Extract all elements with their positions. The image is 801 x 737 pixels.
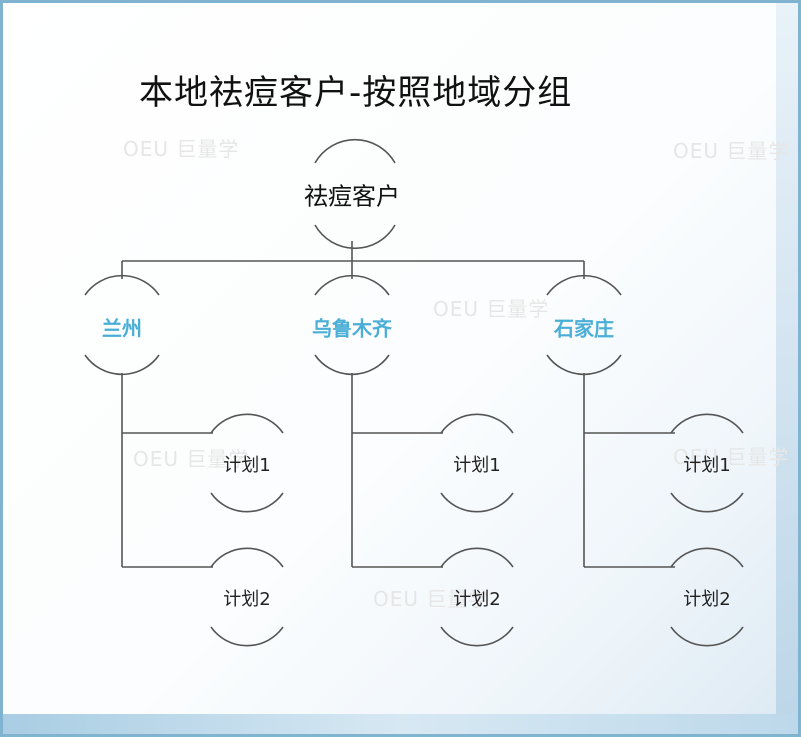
city-node-label-shijiazhuang: 石家庄	[554, 316, 614, 341]
city-node-arc-bottom	[546, 354, 622, 376]
city-node-arc-bottom	[84, 354, 160, 376]
watermark: OEU 巨量学	[133, 447, 250, 471]
plan-node-arc-bottom	[210, 492, 284, 513]
plan-node-label: 计划1	[453, 455, 501, 476]
watermark: OEU 巨量学	[433, 297, 550, 321]
plan-node-label: 计划2	[453, 589, 501, 610]
diagram-title: 本地祛痘客户-按照地域分组	[139, 73, 573, 113]
city-node-arc-top	[546, 274, 622, 296]
org-tree	[84, 138, 744, 647]
watermark: OEU 巨量学	[373, 587, 490, 611]
root-node-label: 祛痘客户	[304, 182, 400, 211]
city-node-label-urumqi: 乌鲁木齐	[312, 316, 392, 341]
plan-node-arc-bottom	[670, 492, 744, 513]
watermark: OEU 巨量学	[673, 139, 790, 163]
watermark: OEU 巨量学	[673, 445, 790, 469]
right-decor-band	[776, 3, 798, 734]
plan-node-arc-bottom	[210, 626, 284, 647]
plan-node-arc-top	[440, 547, 514, 568]
plan-node-arc-bottom	[670, 626, 744, 647]
root-node-arc-top	[314, 138, 396, 164]
city-node-label-lanzhou: 兰州	[102, 316, 142, 341]
plan-node-arc-top	[670, 413, 744, 434]
city-node-arc-top	[314, 274, 390, 296]
plan-node-arc-top	[440, 413, 514, 434]
plan-node-label: 计划2	[223, 589, 271, 610]
plan-node-label: 计划2	[683, 589, 731, 610]
plan-node-arc-top	[670, 547, 744, 568]
plan-node-label: 计划1	[223, 455, 271, 476]
bottom-decor-band	[3, 714, 798, 734]
root-node-arc-bottom	[314, 224, 396, 250]
plan-node-arc-top	[210, 413, 284, 434]
watermark: OEU 巨量学	[123, 137, 240, 161]
city-node-arc-bottom	[314, 354, 390, 376]
plan-node-label: 计划1	[683, 455, 731, 476]
plan-node-arc-top	[210, 547, 284, 568]
plan-node-arc-bottom	[440, 492, 514, 513]
city-node-arc-top	[84, 274, 160, 296]
plan-node-arc-bottom	[440, 626, 514, 647]
